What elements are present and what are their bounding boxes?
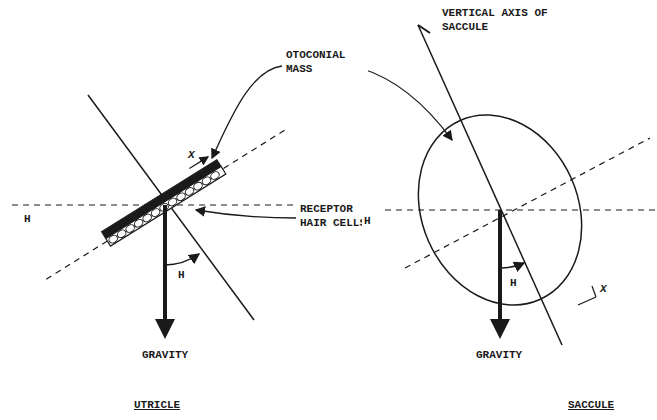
organ-title: SACCULE [566,398,616,412]
angle-label: H [508,276,519,290]
axis-mark: X [598,282,609,296]
gravity-label: GRAVITY [140,348,190,362]
otoconial-label: OTOCONIAL MASS [284,48,368,76]
axis-mark: X [186,148,197,162]
plane-label: H [362,214,373,228]
plane-label: H [22,212,33,226]
axis-label: VERTICAL AXIS OF SACCULE [440,6,574,34]
organ-title: UTRICLE [132,398,182,412]
gravity-label: GRAVITY [474,348,524,362]
angle-label: H [176,268,187,282]
